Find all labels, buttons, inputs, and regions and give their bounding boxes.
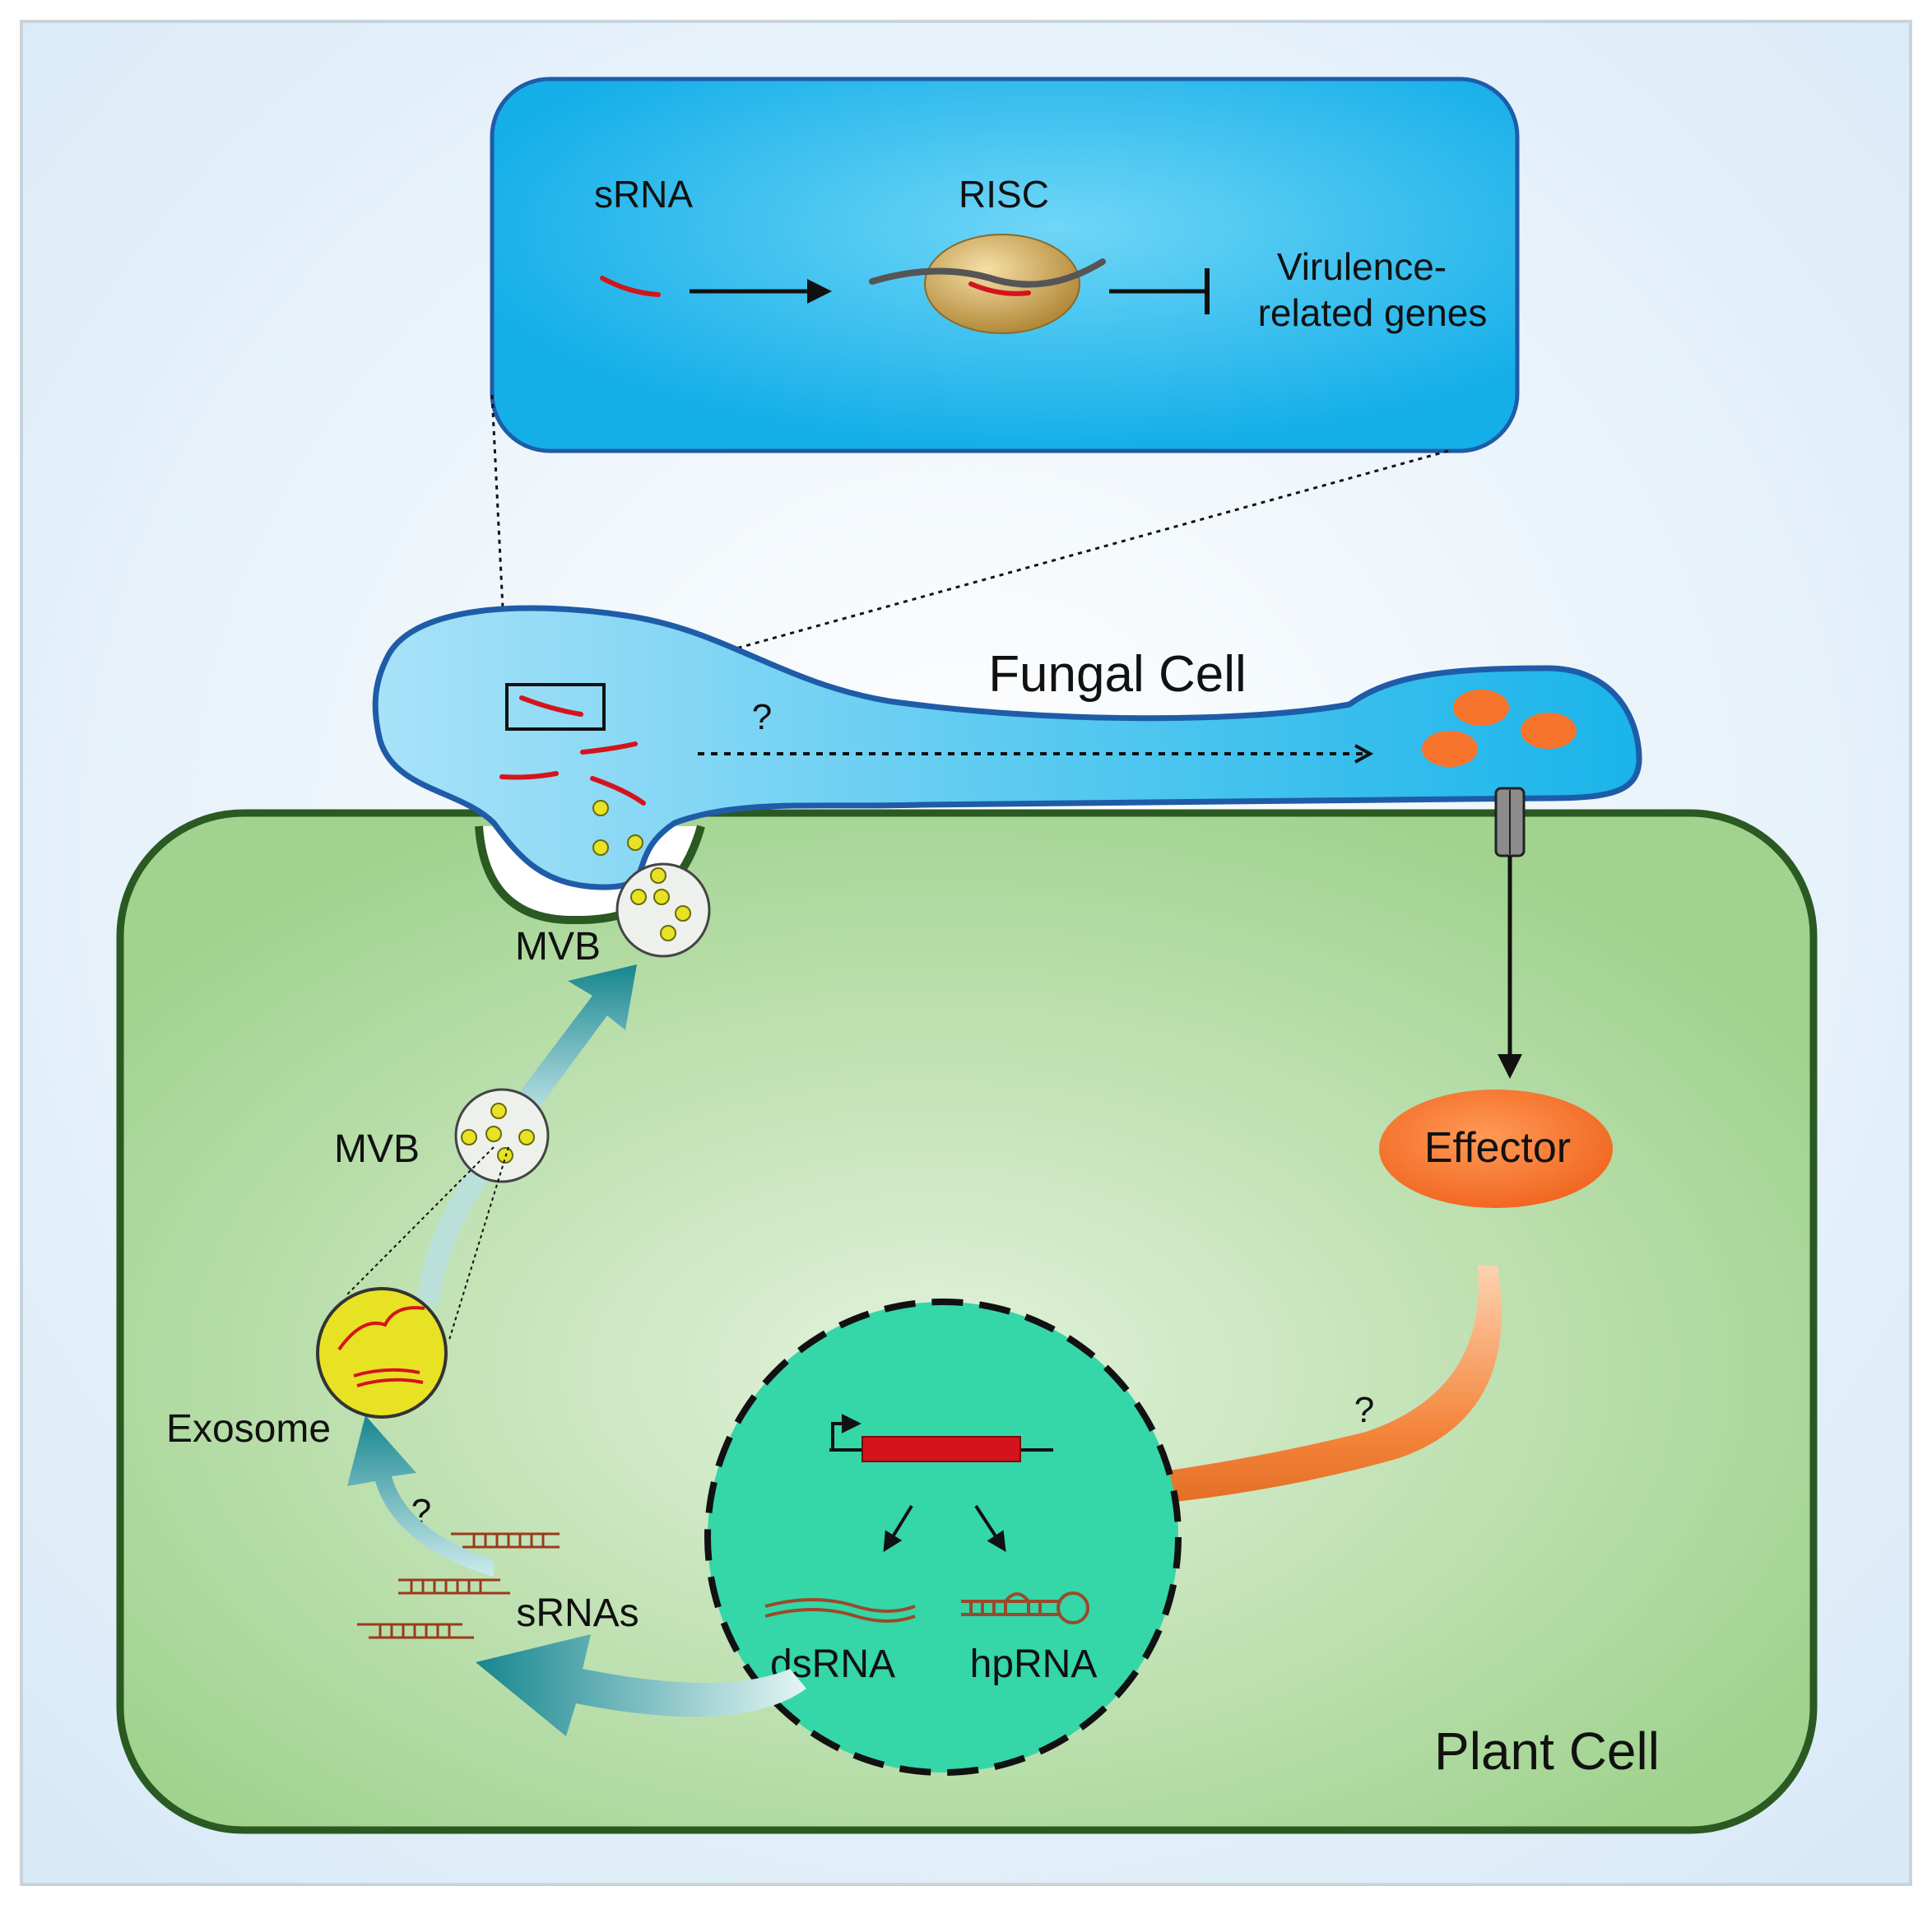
dsrna-strand-top xyxy=(764,1598,916,1613)
mvb-upper-label: MVB xyxy=(515,925,601,969)
risc-bound-srna xyxy=(968,281,1031,296)
effector-vesicle xyxy=(1521,713,1577,749)
virulence-label-line1: Virulence- xyxy=(1277,245,1447,288)
effector-vesicle xyxy=(1422,731,1478,767)
mvb-vesicle xyxy=(485,1126,502,1142)
exosome-dsrna-bottom xyxy=(356,1378,424,1387)
to-dsrna-arrow xyxy=(883,1504,913,1553)
target-mrna xyxy=(869,258,1106,288)
fungal-srna-2 xyxy=(499,771,559,780)
effector-question-mark: ? xyxy=(1354,1390,1374,1430)
virulence-label-line2: related genes xyxy=(1258,291,1488,334)
mvb-vesicle xyxy=(630,889,647,905)
srna-duplex xyxy=(357,1623,474,1639)
hprna-label: hpRNA xyxy=(970,1642,1098,1686)
inset-risc-label: RISC xyxy=(959,173,1049,216)
fungal-cell-label: Fungal Cell xyxy=(988,646,1247,703)
srnas-to-exosome-arrow xyxy=(347,1415,494,1577)
exosome-label: Exosome xyxy=(166,1407,331,1451)
exosome-body xyxy=(316,1287,448,1419)
mvb-upper-body xyxy=(615,862,711,958)
promoter-arrow xyxy=(831,1414,862,1450)
mvb-lower-body xyxy=(454,1088,550,1183)
mvb-vesicle xyxy=(461,1129,477,1145)
fungal-vesicle xyxy=(592,839,609,856)
fungal-srna-3 xyxy=(590,776,646,806)
mvb-to-membrane-arrow xyxy=(505,964,637,1129)
mvb-vesicle xyxy=(675,905,691,922)
srna-duplex xyxy=(451,1532,560,1549)
nucleus-to-srnas-arrow xyxy=(476,1634,806,1736)
effector-label: Effector xyxy=(1424,1124,1571,1172)
fungal-cell-body xyxy=(372,605,1642,890)
srna-in-box xyxy=(519,695,583,717)
exosome-to-mvb-path xyxy=(416,1152,502,1307)
exosome xyxy=(316,1287,448,1419)
exosome-dsrna-top xyxy=(353,1368,420,1378)
mvb-vesicle xyxy=(660,925,676,941)
effector-protein xyxy=(1379,1090,1613,1208)
fungal-question-mark: ? xyxy=(752,697,772,737)
srnas-label: sRNAs xyxy=(516,1591,639,1635)
plant-cell-label: Plant Cell xyxy=(1434,1721,1660,1781)
mvb-vesicle xyxy=(518,1129,535,1145)
srna-duplexes xyxy=(357,1532,560,1639)
dsrna-strand-bottom xyxy=(764,1608,916,1623)
zoom-line-right xyxy=(605,449,1449,686)
exosome-srna xyxy=(337,1306,425,1351)
zoom-rectangle xyxy=(505,683,606,731)
exosome-zoom-line-right xyxy=(448,1146,509,1340)
mvb-vesicle xyxy=(490,1103,507,1119)
srna-duplex xyxy=(398,1578,510,1595)
fungal-srna-1 xyxy=(580,741,638,755)
inset-srna-label: sRNA xyxy=(594,173,693,216)
effector-vesicle xyxy=(1453,690,1509,726)
exosome-zoom-line-left xyxy=(345,1146,495,1297)
nucleus: dsRNA hpRNA xyxy=(704,1299,1182,1776)
fungal-cell: Fungal Cell ? xyxy=(372,605,1642,890)
nucleus-body xyxy=(704,1299,1182,1776)
mvb-lower xyxy=(454,1088,550,1183)
inset-box: sRNA RISC Virulence- related genes xyxy=(490,77,1520,453)
hprna-structure xyxy=(961,1591,1089,1624)
mvb-upper xyxy=(615,862,711,958)
mvb-vesicle xyxy=(650,867,666,884)
mvb-lower-label: MVB xyxy=(334,1127,420,1171)
to-hprna-arrow xyxy=(974,1504,1006,1553)
inset-srna-strand xyxy=(600,276,661,297)
mvb-vesicle xyxy=(653,889,670,905)
gene-coding-region xyxy=(862,1436,1021,1462)
fungal-vesicle xyxy=(592,800,609,816)
fungal-vesicle xyxy=(627,834,643,851)
